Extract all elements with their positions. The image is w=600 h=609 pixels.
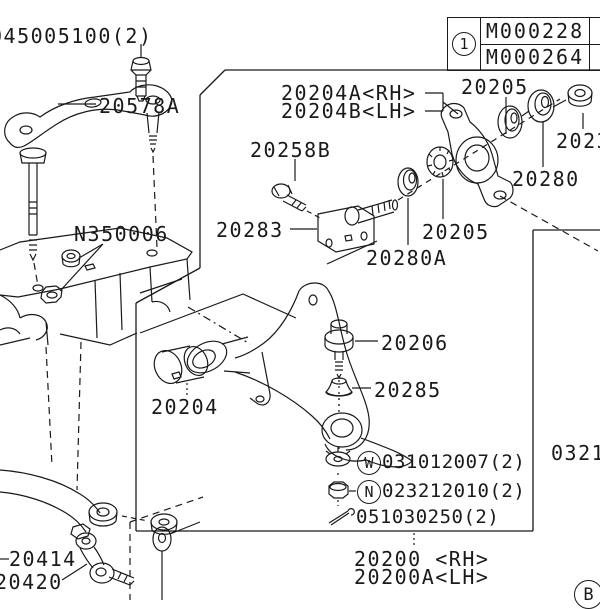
part-label-20205-upper: 20205 [461, 75, 529, 99]
part-label-031012007: 031012007(2) [382, 451, 526, 473]
table-row-qty: ( [590, 18, 600, 45]
reference-table-codes: M000228 M000264 [481, 18, 590, 70]
part-label-20206: 20206 [381, 331, 449, 355]
part-label-0321-partial: 0321 [551, 441, 600, 465]
control-arm-sketch [186, 282, 413, 468]
top-bolt-sketch [130, 44, 152, 102]
part-label-20200a-lh: 20200A<LH> [354, 565, 490, 589]
part-label-045005100: 045005100(2) [0, 24, 153, 48]
part-label-20280: 20280 [512, 167, 580, 191]
bushing-sketch [153, 345, 209, 396]
part-label-20283: 20283 [216, 218, 284, 242]
stabilizer-sketch [0, 469, 204, 600]
part-label-20200-rh: 20200 <RH> [354, 547, 490, 571]
hardware-column-sketch [325, 447, 356, 526]
part-label-20420: 20420 [0, 570, 63, 594]
part-label-20204b-lh: 20204B<LH> [281, 99, 417, 123]
part-label-20258b: 20258B [250, 138, 332, 162]
circled-n-symbol: N [357, 480, 381, 504]
ball-joint-sketch [324, 319, 378, 452]
part-label-20232: 20232 [556, 129, 600, 153]
table-row-qty: ( [590, 45, 600, 71]
part-label-20205-mid: 20205 [422, 220, 490, 244]
table-row-code: M000228 [481, 18, 589, 45]
part-label-20414: 20414 [9, 547, 77, 571]
part-label-n350006: N350006 [74, 222, 169, 246]
crossmember-sketch [0, 227, 297, 491]
circled-w-symbol: W [357, 451, 381, 475]
reference-table: 1 M000228 M000264 ( ( [447, 17, 600, 71]
part-label-20578a: 20578A [99, 94, 181, 118]
part-label-20204: 20204 [151, 395, 219, 419]
bracket-arm-sketch [4, 84, 173, 287]
table-row-code: M000264 [485, 45, 585, 70]
part-label-20285: 20285 [374, 378, 442, 402]
connector-badge-b: B [574, 580, 600, 609]
part-label-20280a: 20280A [366, 246, 448, 270]
part-label-051030250: 051030250(2) [356, 506, 500, 528]
reference-table-qtys: ( ( [590, 18, 600, 70]
circled-1-symbol: 1 [452, 32, 476, 56]
part-label-023212010: 023212010(2) [382, 480, 526, 502]
support-shaft-sketch [271, 84, 599, 265]
reference-table-index-cell: 1 [448, 18, 481, 70]
part-label-20204a-rh: 20204A<RH> [281, 81, 417, 105]
